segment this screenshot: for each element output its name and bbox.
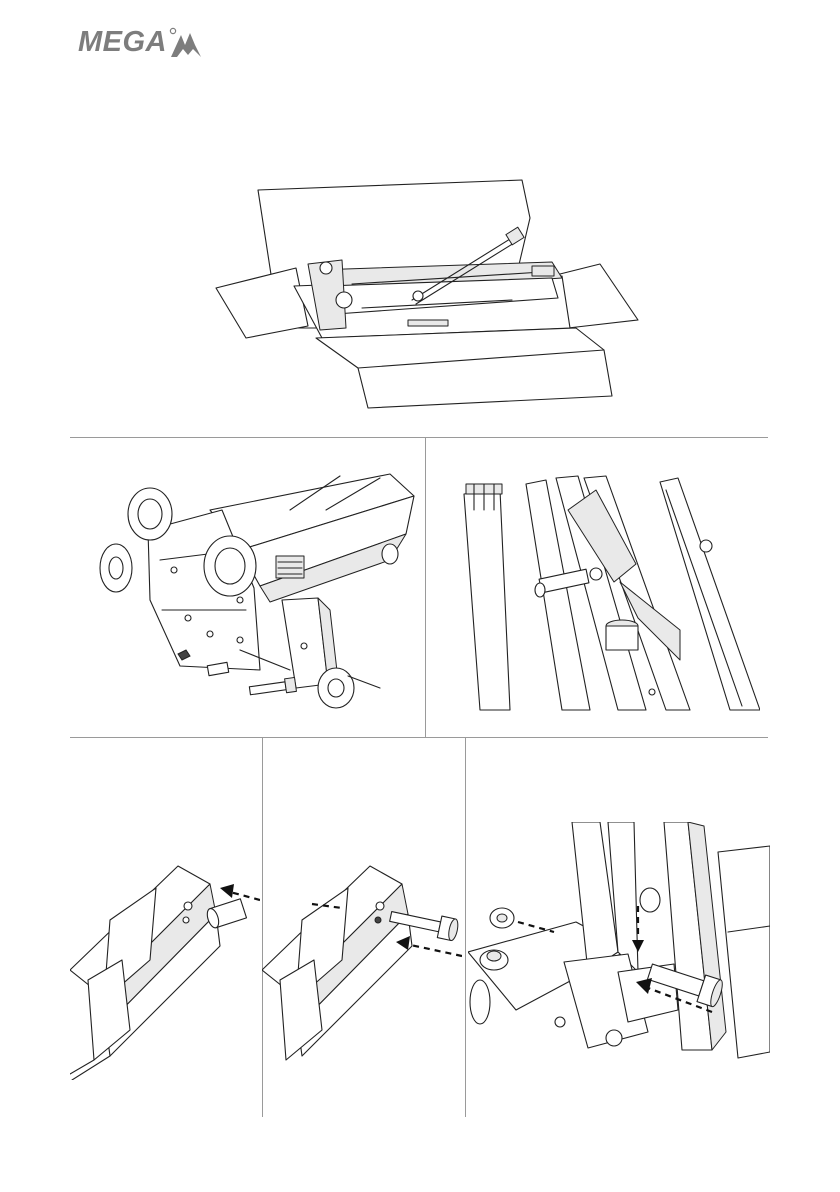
leg-mount-illustration (468, 822, 770, 1062)
logo-text: MEGA (78, 26, 167, 59)
unboxing-illustration (212, 178, 642, 412)
leg-assembly-illustration (90, 470, 420, 728)
section-divider (70, 737, 768, 738)
frame-pin-illustration (460, 470, 760, 712)
section-divider (70, 437, 768, 438)
logo-symbol-icon (169, 27, 203, 59)
nut (490, 908, 514, 928)
bushing-insert-illustration (70, 860, 260, 1080)
bolt-insert-illustration (262, 860, 462, 1080)
section-divider (465, 737, 466, 1117)
section-divider (425, 437, 426, 737)
brand-logo: MEGA (78, 26, 203, 59)
